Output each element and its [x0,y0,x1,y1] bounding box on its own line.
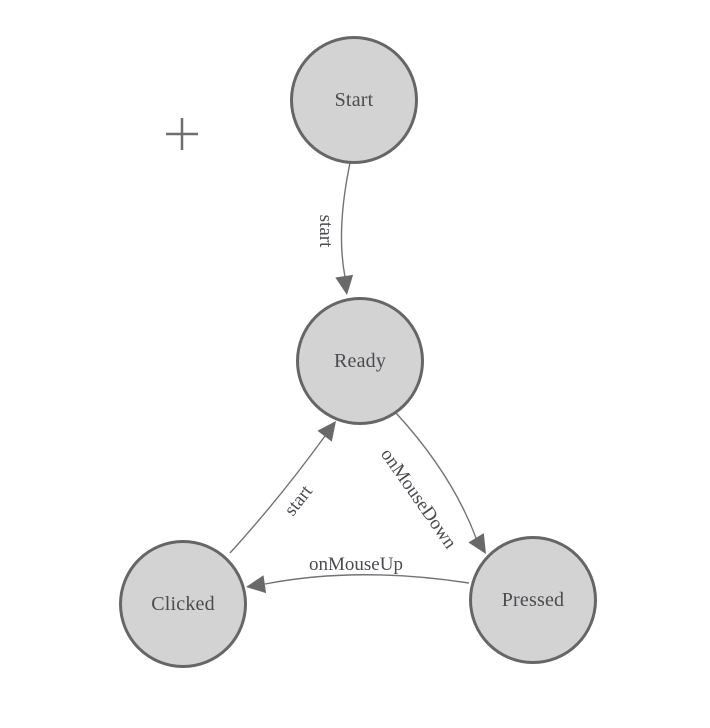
arrowhead-start-ready [335,274,354,295]
plus-icon[interactable] [166,118,198,150]
arrowhead-ready-pressed [468,533,486,554]
edge-label-pressed-clicked[interactable]: onMouseUp [309,554,403,575]
edge-start-ready[interactable] [340,162,351,278]
node-ready-label: Ready [333,349,387,372]
node-clicked[interactable]: Clicked [119,540,247,668]
edge-clicked-ready[interactable] [229,435,326,554]
node-ready[interactable]: Ready [296,297,424,425]
node-pressed-label: Pressed [501,588,565,611]
node-start[interactable]: Start [290,36,418,164]
arrowhead-pressed-clicked [246,575,267,594]
edge-pressed-clicked[interactable] [264,574,470,585]
node-start-label: Start [334,88,374,111]
edge-ready-pressed[interactable] [395,412,477,539]
edge-label-start-ready[interactable]: start [315,214,336,248]
arrowhead-clicked-ready [317,421,336,442]
node-pressed[interactable]: Pressed [469,536,597,664]
node-clicked-label: Clicked [151,592,215,615]
